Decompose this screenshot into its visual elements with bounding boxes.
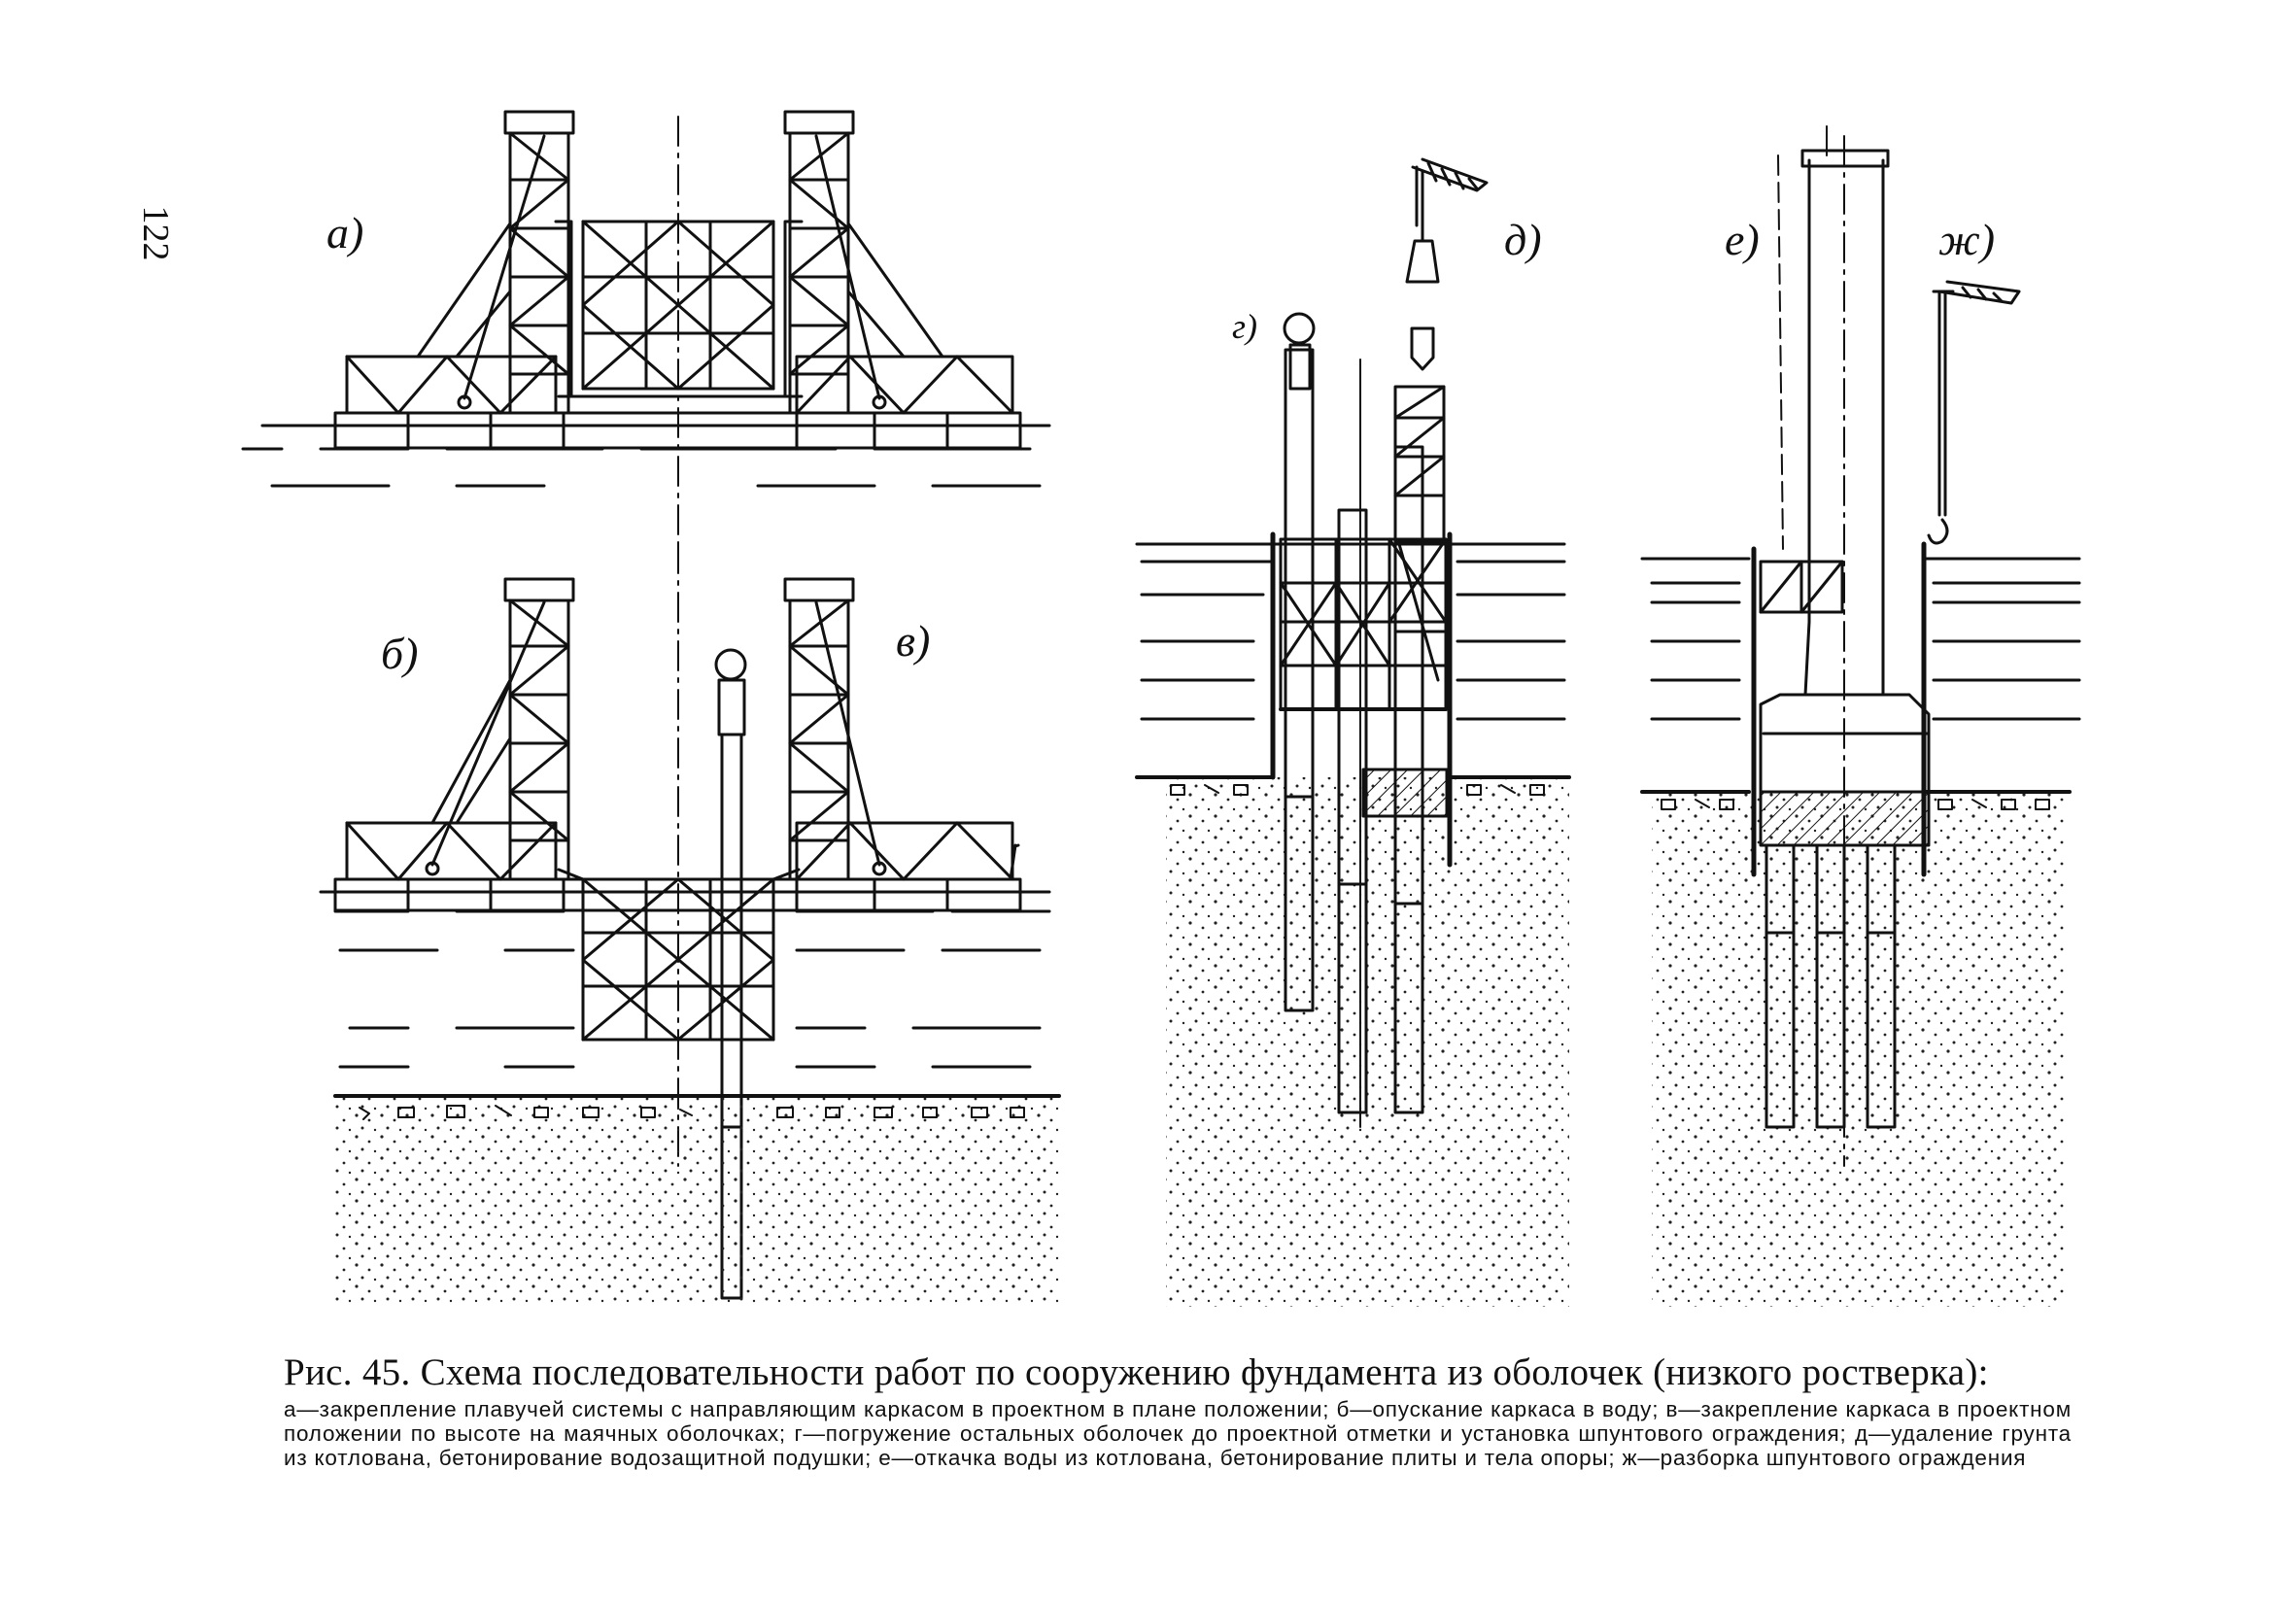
construction-sequence-drawing: а) б) в) г) д) е) ж) — [241, 110, 2081, 1307]
panel-label-v: в) — [896, 616, 930, 666]
panel-a-drawing — [241, 110, 1051, 545]
figure-45: а) б) в) г) д) е) ж) — [241, 110, 2081, 1307]
figure-caption: Рис. 45. Схема последовательности работ … — [284, 1351, 2072, 1470]
panel-label-zh: ж) — [1938, 215, 1995, 264]
panel-label-a: а) — [326, 208, 363, 257]
panel-ezh-drawing — [1640, 125, 2081, 1307]
caption-title: Рис. 45. Схема последовательности работ … — [284, 1351, 1989, 1393]
panel-gd-drawing — [1135, 157, 1571, 1307]
panel-label-e: е) — [1725, 215, 1760, 264]
panel-label-d: д) — [1504, 215, 1542, 264]
panel-label-b: б) — [381, 629, 418, 678]
panel-bv-drawing — [319, 543, 1061, 1305]
panel-label-g: г) — [1232, 307, 1257, 346]
caption-body: а—закрепление плавучей системы с направл… — [284, 1397, 2072, 1470]
